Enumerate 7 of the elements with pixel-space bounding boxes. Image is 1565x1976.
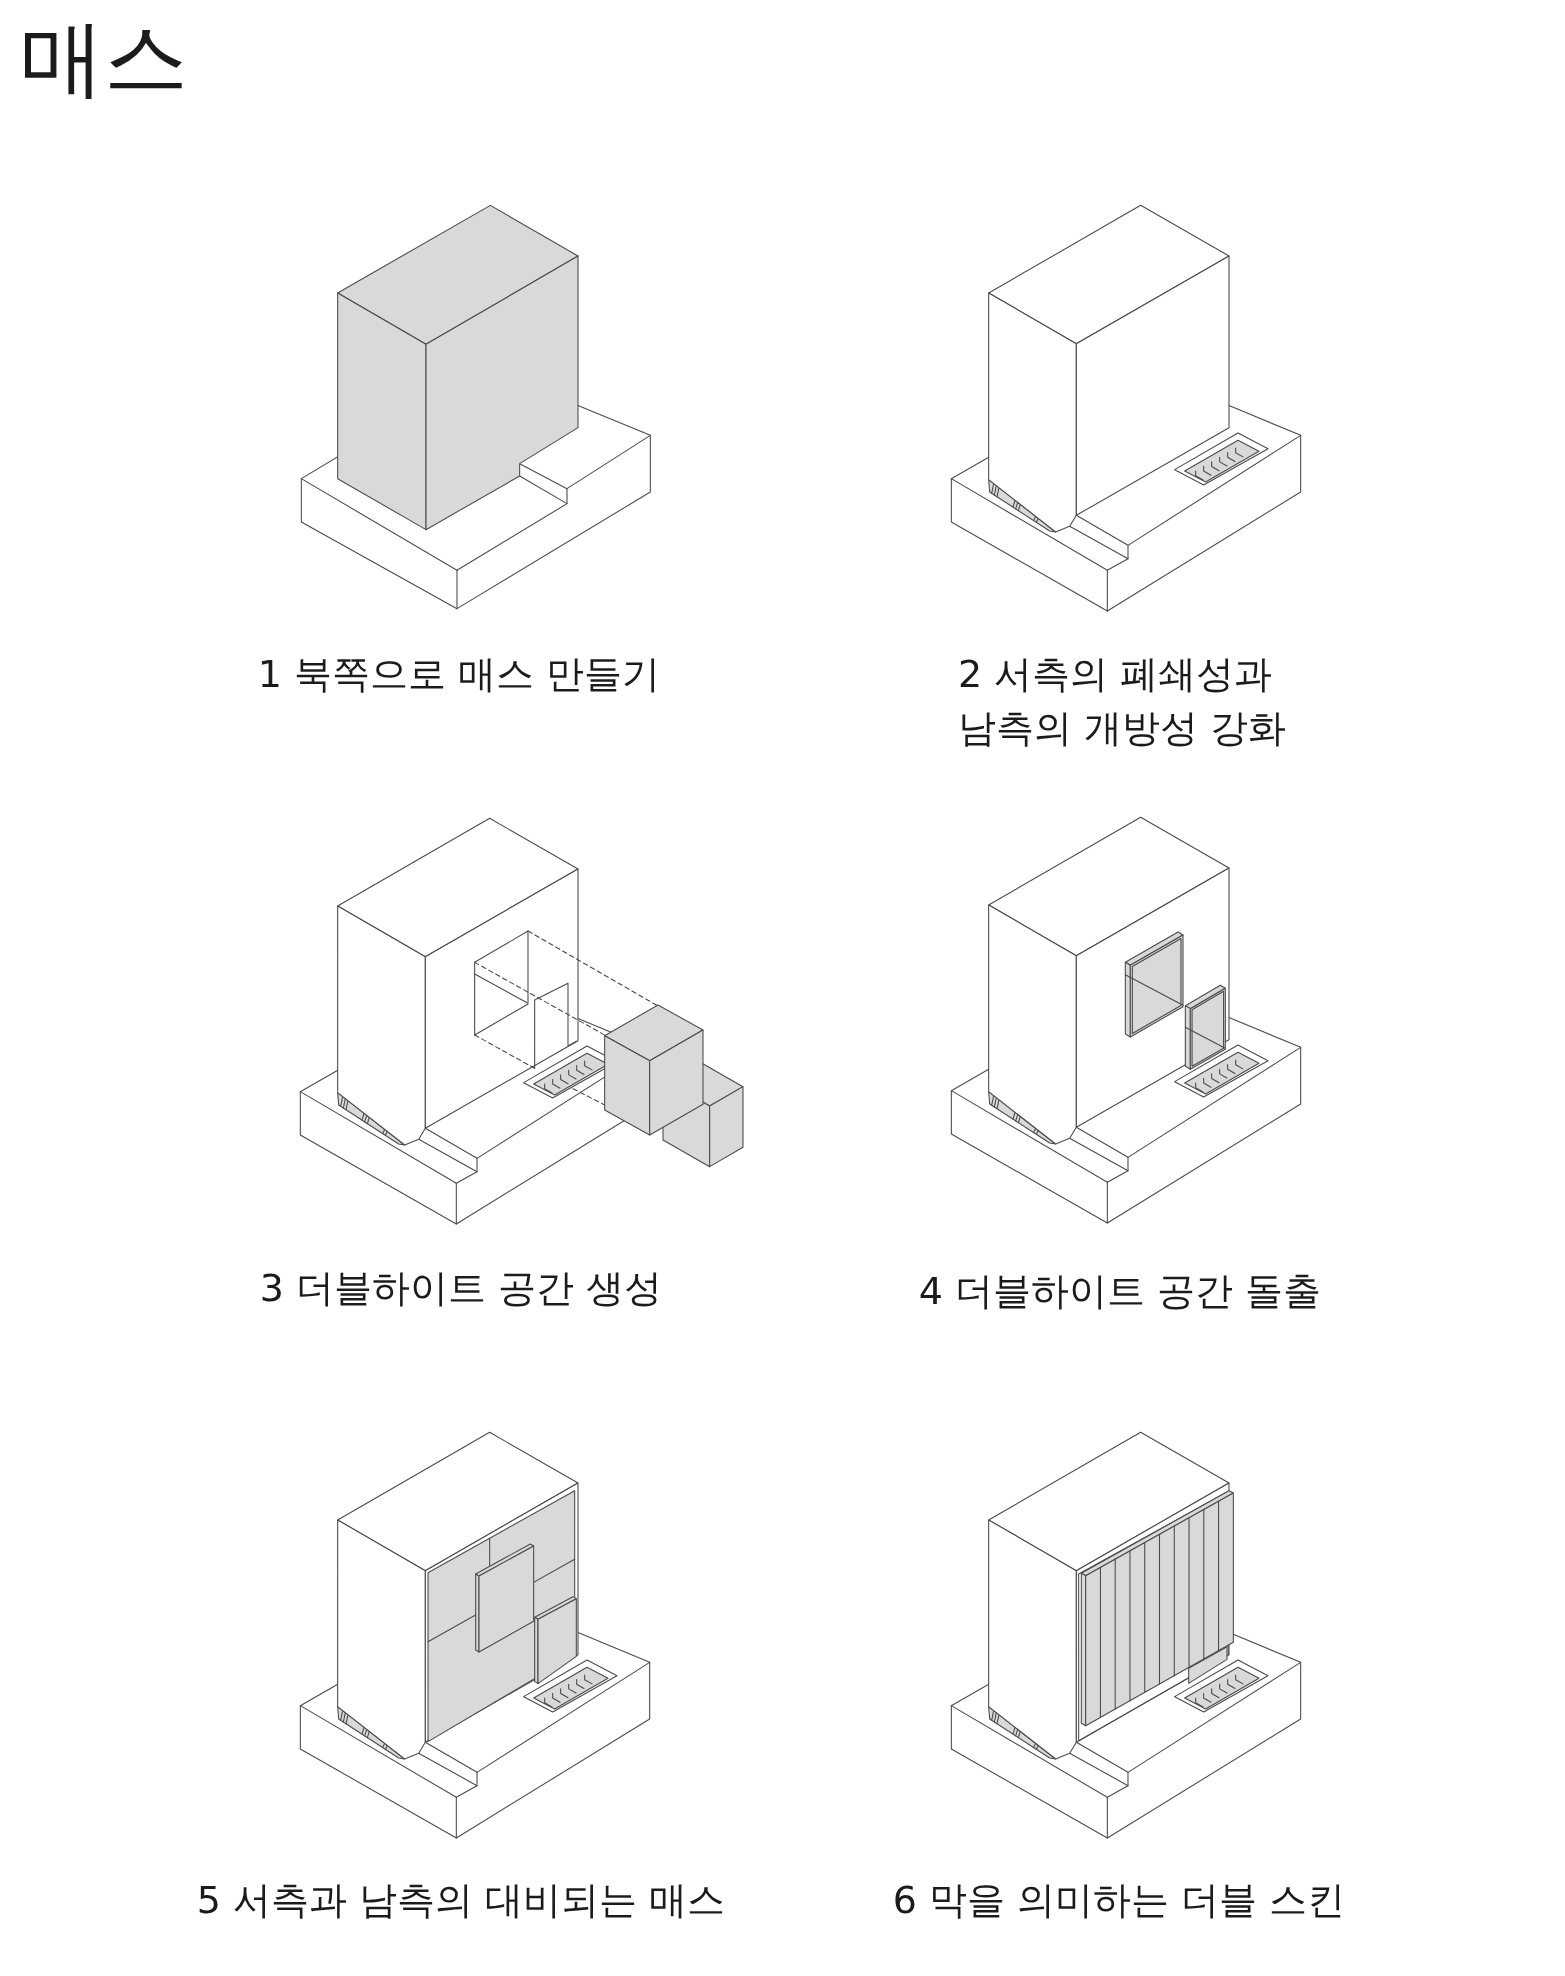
figure-caption: 2 서측의 폐쇄성과 남측의 개방성 강화 <box>958 651 1288 752</box>
figure-caption: 4 더블하이트 공간 돌출 <box>918 1268 1322 1315</box>
figure-caption: 6 막을 의미하는 더블 스킨 <box>892 1877 1346 1924</box>
figure-caption: 1 북쪽으로 매스 만들기 <box>257 651 661 698</box>
figure-caption: 5 서측과 남측의 대비되는 매스 <box>196 1877 726 1924</box>
figure-caption: 3 더블하이트 공간 생성 <box>259 1265 663 1312</box>
page-title: 매스 <box>20 10 188 106</box>
